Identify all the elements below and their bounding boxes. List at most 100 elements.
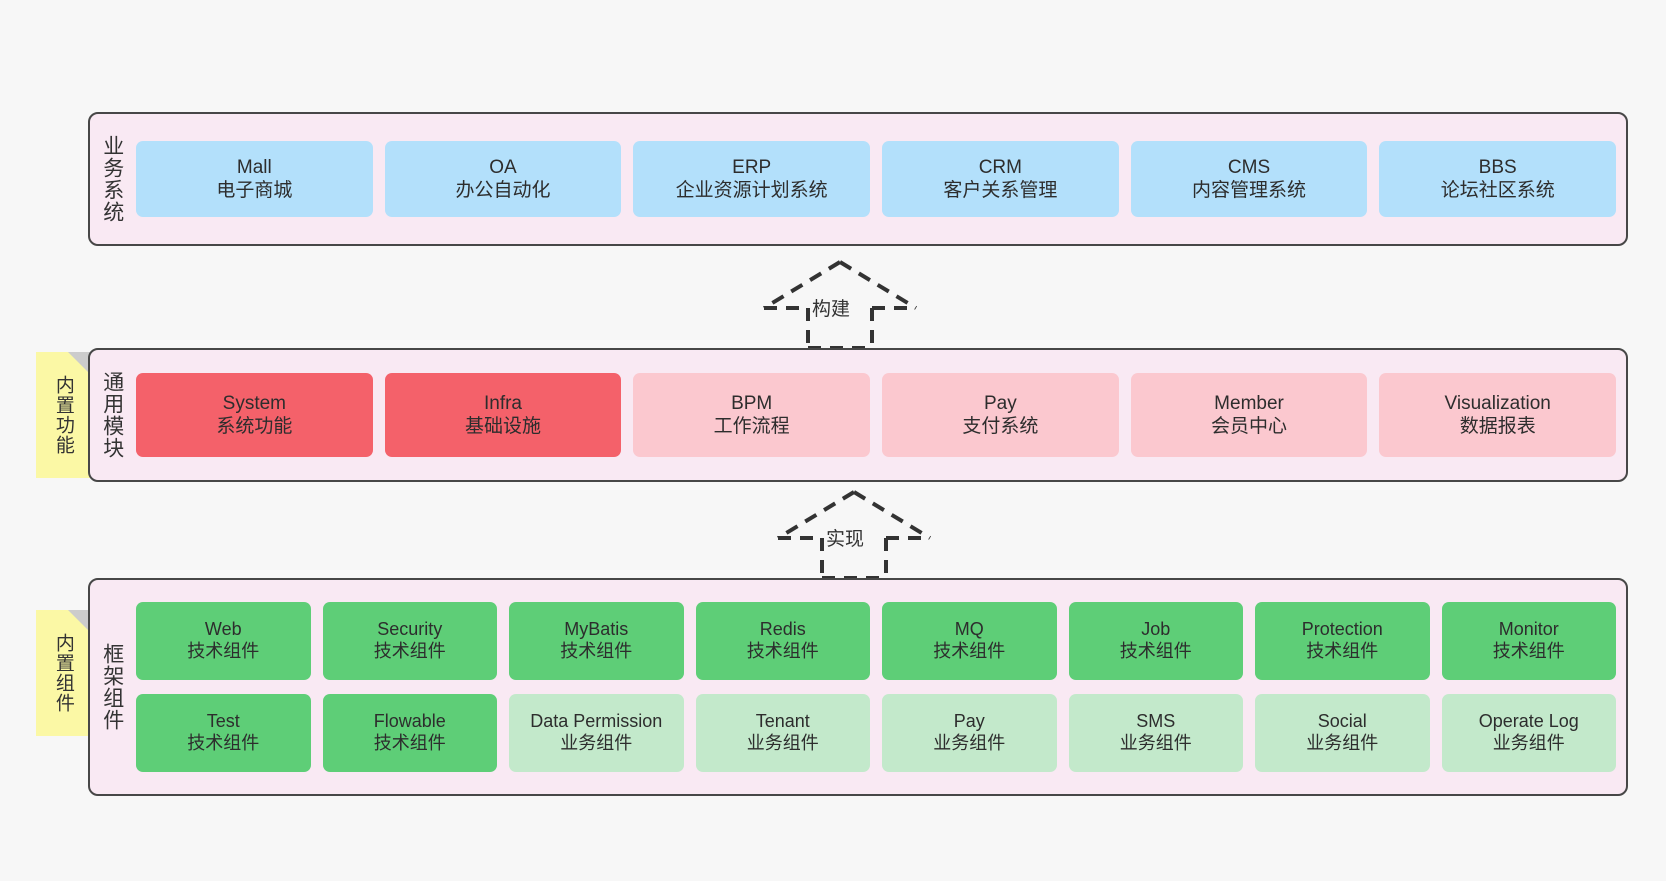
card-subtitle: 业务组件 xyxy=(1119,733,1192,753)
framework-components-grid: Web 技术组件 Security 技术组件 MyBatis 技术组件 Redi… xyxy=(134,580,1626,794)
card-subtitle: 技术组件 xyxy=(187,733,260,753)
card-title: Tenant xyxy=(755,711,810,732)
general-modules-card-row: System 系统功能 Infra 基础设施 BPM 工作流程 Pay 支付系统… xyxy=(134,350,1626,480)
sticky-note-builtin-components: 内置组件 xyxy=(36,610,90,736)
card-pay-component[interactable]: Pay 业务组件 xyxy=(882,694,1057,772)
card-title: Social xyxy=(1317,711,1367,732)
card-subtitle: 技术组件 xyxy=(373,733,446,753)
business-systems-card-row: Mall 电子商城 OA 办公自动化 ERP 企业资源计划系统 CRM 客户关系… xyxy=(134,114,1626,244)
layer-label-framework-components: 框架组件 xyxy=(100,643,124,731)
card-subtitle: 技术组件 xyxy=(560,641,633,661)
card-subtitle: 办公自动化 xyxy=(455,180,551,201)
card-subtitle: 基础设施 xyxy=(465,416,542,437)
framework-components-row-2: Test 技术组件 Flowable 技术组件 Data Permission … xyxy=(136,694,1616,772)
card-subtitle: 技术组件 xyxy=(373,641,446,661)
card-subtitle: 系统功能 xyxy=(216,416,293,437)
card-crm[interactable]: CRM 客户关系管理 xyxy=(882,141,1119,217)
card-subtitle: 业务组件 xyxy=(560,733,633,753)
card-bbs[interactable]: BBS 论坛社区系统 xyxy=(1379,141,1617,217)
card-social[interactable]: Social 业务组件 xyxy=(1255,694,1430,772)
card-subtitle: 技术组件 xyxy=(746,641,819,661)
card-title: Infra xyxy=(483,392,523,414)
card-member[interactable]: Member 会员中心 xyxy=(1130,373,1368,457)
card-subtitle: 数据报表 xyxy=(1459,416,1536,437)
card-subtitle: 业务组件 xyxy=(1492,733,1565,753)
sticky-note-builtin-features: 内置功能 xyxy=(36,352,90,478)
card-oa[interactable]: OA 办公自动化 xyxy=(384,141,622,217)
card-subtitle: 内容管理系统 xyxy=(1192,180,1307,201)
card-title: Pay xyxy=(983,392,1017,414)
card-flowable[interactable]: Flowable 技术组件 xyxy=(322,694,497,772)
card-title: CMS xyxy=(1227,156,1271,178)
card-redis[interactable]: Redis 技术组件 xyxy=(695,602,870,680)
card-title: System xyxy=(222,392,287,414)
card-erp[interactable]: ERP 企业资源计划系统 xyxy=(633,141,871,217)
framework-components-row-1: Web 技术组件 Security 技术组件 MyBatis 技术组件 Redi… xyxy=(136,602,1616,680)
arrow-realize: 实现 xyxy=(764,488,944,580)
card-title: Job xyxy=(1141,619,1171,640)
card-title: CRM xyxy=(978,156,1022,178)
layer-label-general-modules: 通用模块 xyxy=(100,371,124,459)
card-title: OA xyxy=(489,156,517,178)
card-sms[interactable]: SMS 业务组件 xyxy=(1068,694,1243,772)
layer-framework-components: 框架组件 Web 技术组件 Security 技术组件 MyBatis 技术组件… xyxy=(88,578,1628,796)
card-infra[interactable]: Infra 基础设施 xyxy=(384,373,622,457)
card-title: BPM xyxy=(731,392,773,414)
card-mybatis[interactable]: MyBatis 技术组件 xyxy=(509,602,684,680)
arrow-build: 构建 xyxy=(750,258,930,350)
card-cms[interactable]: CMS 内容管理系统 xyxy=(1130,141,1368,217)
card-title: ERP xyxy=(732,156,772,178)
card-title: Flowable xyxy=(373,711,446,732)
card-mall[interactable]: Mall 电子商城 xyxy=(136,141,373,217)
card-title: MQ xyxy=(954,619,984,640)
layer-general-modules: 通用模块 System 系统功能 Infra 基础设施 BPM 工作流程 Pay… xyxy=(88,348,1628,482)
card-protection[interactable]: Protection 技术组件 xyxy=(1255,602,1430,680)
card-subtitle: 电子商城 xyxy=(216,180,293,201)
card-system[interactable]: System 系统功能 xyxy=(136,373,373,457)
card-data-permission[interactable]: Data Permission 业务组件 xyxy=(509,694,684,772)
card-visualization[interactable]: Visualization 数据报表 xyxy=(1379,373,1617,457)
card-security[interactable]: Security 技术组件 xyxy=(322,602,497,680)
card-job[interactable]: Job 技术组件 xyxy=(1068,602,1243,680)
card-monitor[interactable]: Monitor 技术组件 xyxy=(1441,602,1616,680)
sticky-note-label: 内置功能 xyxy=(52,375,74,455)
card-title: Data Permission xyxy=(530,711,663,732)
card-test[interactable]: Test 技术组件 xyxy=(136,694,311,772)
arrow-label-build: 构建 xyxy=(812,299,851,320)
card-subtitle: 技术组件 xyxy=(933,641,1006,661)
card-title: Test xyxy=(206,711,240,732)
card-bpm[interactable]: BPM 工作流程 xyxy=(633,373,871,457)
card-title: Pay xyxy=(953,711,985,732)
card-title: BBS xyxy=(1478,156,1517,178)
card-title: Operate Log xyxy=(1478,711,1579,732)
card-subtitle: 技术组件 xyxy=(1306,641,1379,661)
card-title: Member xyxy=(1214,392,1284,414)
card-subtitle: 会员中心 xyxy=(1211,416,1288,437)
card-title: Protection xyxy=(1301,619,1383,640)
card-subtitle: 业务组件 xyxy=(746,733,819,753)
card-subtitle: 客户关系管理 xyxy=(943,180,1058,201)
arrow-label-realize: 实现 xyxy=(826,529,865,550)
card-subtitle: 技术组件 xyxy=(1492,641,1565,661)
card-tenant[interactable]: Tenant 业务组件 xyxy=(695,694,870,772)
card-title: MyBatis xyxy=(564,619,629,640)
card-subtitle: 业务组件 xyxy=(1306,733,1379,753)
sticky-note-label: 内置组件 xyxy=(52,633,74,713)
card-mq[interactable]: MQ 技术组件 xyxy=(882,602,1057,680)
card-title: SMS xyxy=(1136,711,1176,732)
card-subtitle: 技术组件 xyxy=(187,641,260,661)
card-title: Redis xyxy=(759,619,806,640)
card-operate-log[interactable]: Operate Log 业务组件 xyxy=(1441,694,1616,772)
card-subtitle: 业务组件 xyxy=(933,733,1006,753)
card-web[interactable]: Web 技术组件 xyxy=(136,602,311,680)
card-title: Monitor xyxy=(1498,619,1559,640)
card-pay[interactable]: Pay 支付系统 xyxy=(882,373,1119,457)
card-subtitle: 论坛社区系统 xyxy=(1440,180,1555,201)
card-subtitle: 支付系统 xyxy=(962,416,1039,437)
card-title: Visualization xyxy=(1444,392,1551,414)
card-subtitle: 企业资源计划系统 xyxy=(675,180,828,201)
card-title: Security xyxy=(377,619,443,640)
card-subtitle: 技术组件 xyxy=(1119,641,1192,661)
card-title: Web xyxy=(204,619,242,640)
